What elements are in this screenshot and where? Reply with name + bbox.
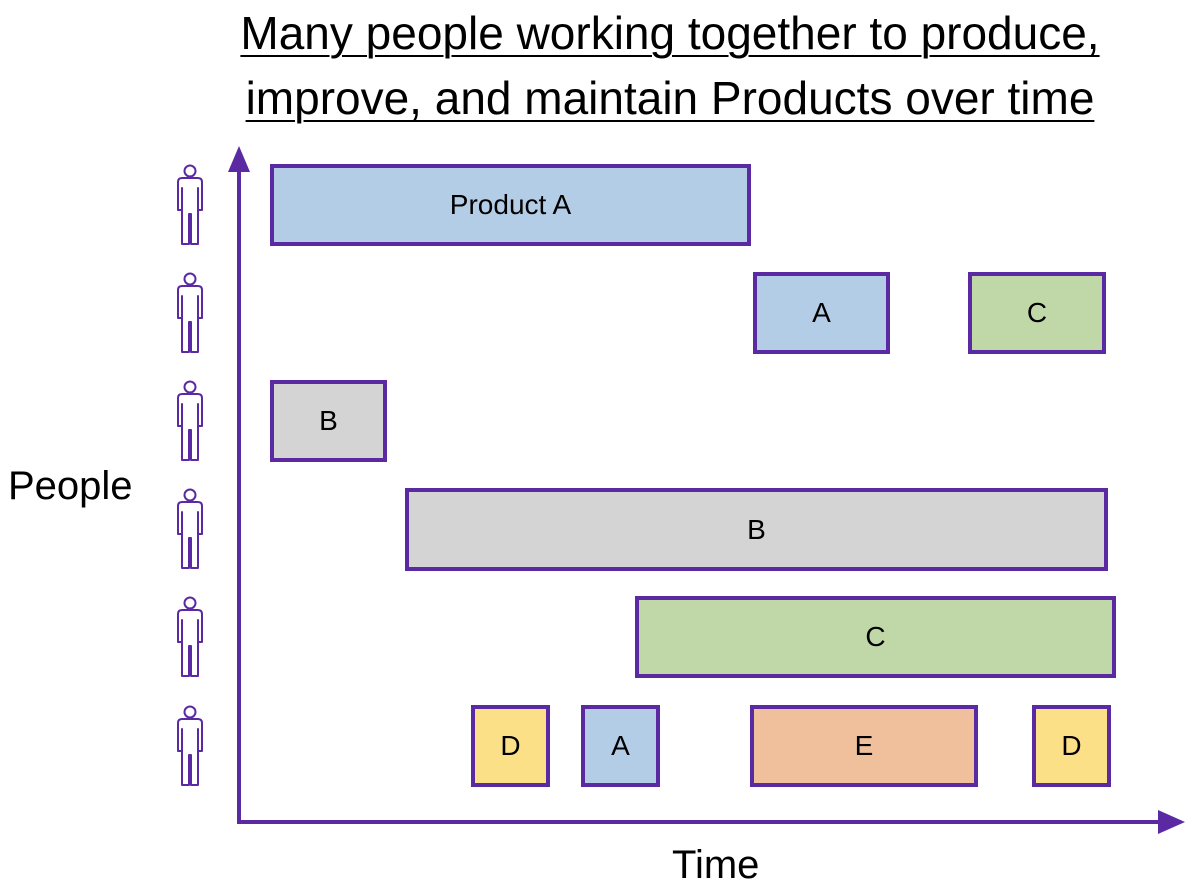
bar-product-c: C bbox=[968, 272, 1106, 354]
bar-product-d: D bbox=[1032, 705, 1111, 787]
person-outline-icon bbox=[170, 272, 210, 354]
x-axis-arrowhead bbox=[1158, 810, 1185, 834]
person-outline-icon bbox=[170, 596, 210, 678]
bar-product-b: B bbox=[405, 488, 1108, 571]
bar-product-a: A bbox=[753, 272, 890, 354]
person-outline-icon bbox=[170, 705, 210, 787]
bar-product-d: D bbox=[471, 705, 550, 787]
person-outline-icon bbox=[170, 164, 210, 246]
x-axis-label: Time bbox=[672, 843, 760, 887]
bar-product-b: B bbox=[270, 380, 387, 462]
bar-product-c: C bbox=[635, 596, 1116, 678]
y-axis-label: People bbox=[8, 464, 133, 508]
bar-product-a: A bbox=[581, 705, 660, 787]
bar-product-a: Product A bbox=[270, 164, 751, 246]
diagram-title-line-2: improve, and maintain Products over time bbox=[245, 72, 1095, 124]
diagram-title-line-1: Many people working together to produce, bbox=[240, 7, 1100, 59]
bar-product-e: E bbox=[750, 705, 978, 787]
person-outline-icon bbox=[170, 380, 210, 462]
y-axis-arrowhead bbox=[228, 146, 250, 172]
person-outline-icon bbox=[170, 488, 210, 570]
